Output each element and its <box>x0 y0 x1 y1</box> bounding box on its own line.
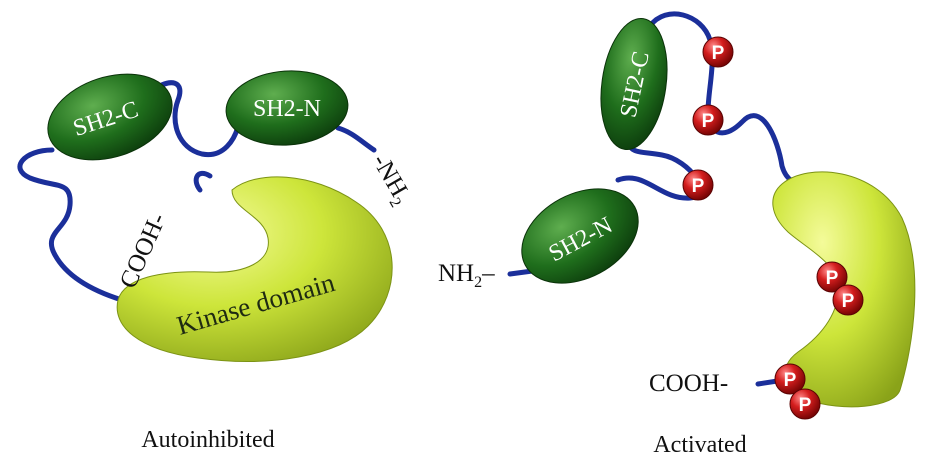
phosphate-group: P <box>832 284 864 316</box>
n-terminus-label: -NH2 <box>363 150 416 211</box>
sh2-n-label: SH2-N <box>253 96 321 122</box>
phosphate-label: P <box>712 43 725 64</box>
phosphate-label: P <box>799 395 812 416</box>
phosphate-circle <box>702 36 734 68</box>
phosphate-group: P <box>702 36 734 68</box>
phosphate-label: P <box>692 176 705 197</box>
phosphate-group: P <box>816 261 848 293</box>
n-terminus-label-activated: NH2– <box>438 260 495 291</box>
autoinhibited-panel: Kinase domain SH2-C SH2-N COOH- -NH2 Aut… <box>17 70 416 453</box>
linker-sh2c-to-sh2n <box>147 80 243 158</box>
activated-caption: Activated <box>653 432 746 458</box>
autoinhibited-caption: Autoinhibited <box>141 427 274 453</box>
phosphate-label: P <box>842 291 855 312</box>
phosphate-circle <box>816 261 848 293</box>
sh2-n-domain-activated <box>521 188 639 284</box>
c-terminus-label-activated: COOH- <box>649 370 728 397</box>
kinase-domain-shape <box>116 176 393 362</box>
sh2-c-domain-activated <box>600 17 668 151</box>
phosphate-group: P <box>774 363 806 395</box>
phosphate-circle <box>692 104 724 136</box>
phosphate-label: P <box>784 370 797 391</box>
phosphate-circle <box>682 169 714 201</box>
linker-c-terminal <box>193 170 213 193</box>
phosphate-circle <box>789 388 821 420</box>
phosphate-circle <box>832 284 864 316</box>
phosphate-circle <box>774 363 806 395</box>
phosphate-label: P <box>702 111 715 132</box>
phosphate-group: P <box>789 388 821 420</box>
linker-n-terminal <box>335 125 377 153</box>
phosphate-label: P <box>826 268 839 289</box>
sh2-n-domain <box>225 70 349 146</box>
sh2-c-domain <box>47 73 173 161</box>
phosphate-group: P <box>692 104 724 136</box>
phosphate-group: P <box>682 169 714 201</box>
linker-sh2c-to-kinase <box>17 147 125 303</box>
